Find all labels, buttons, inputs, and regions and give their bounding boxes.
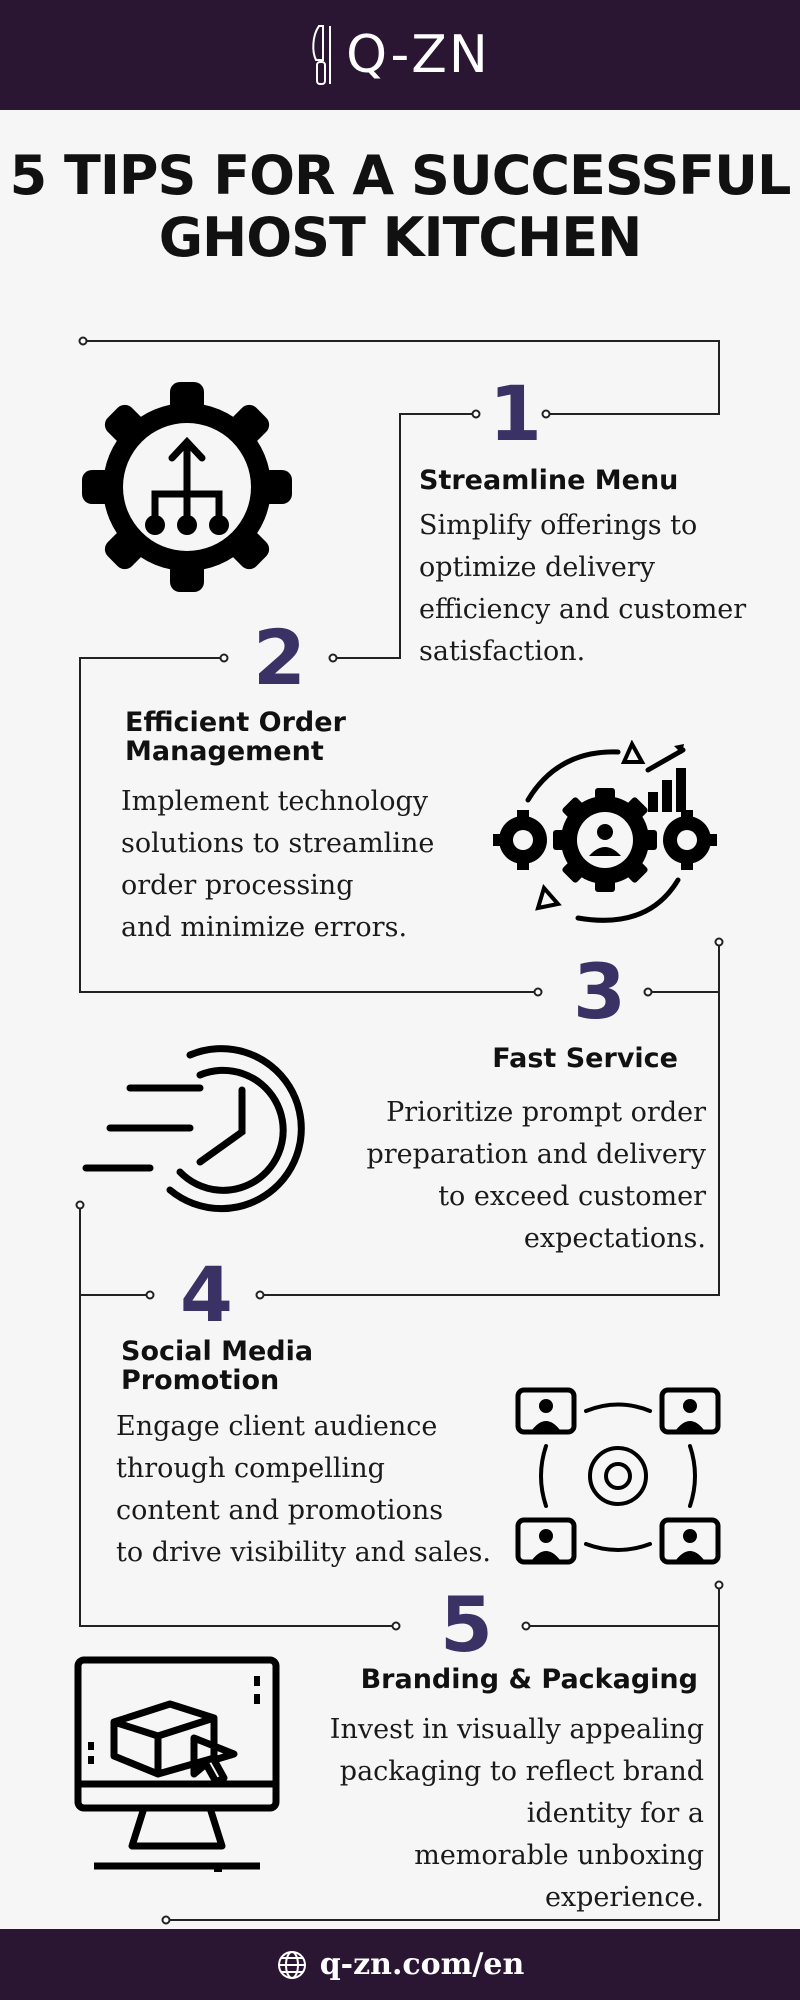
tip-3-number: 3 [573, 947, 626, 1036]
tip-3-line-2: preparation and delivery [366, 1139, 706, 1170]
page-title: 5 TIPS FOR A SUCCESSFUL GHOST KITCHEN [0, 145, 800, 269]
tip-2-heading-line-1: Efficient Order [125, 707, 346, 738]
footer-bar: q-zn.com/en [0, 1929, 800, 2000]
tip-1-line-3: efficiency and customer [419, 594, 747, 625]
tip-4-number: 4 [180, 1250, 233, 1339]
knife-icon [312, 25, 332, 85]
tip-5-heading: Branding & Packaging [360, 1664, 698, 1695]
tip-3-line-1: Prioritize prompt order [386, 1097, 706, 1128]
title-line-1: 5 TIPS FOR A SUCCESSFUL [9, 144, 792, 207]
tip-5-number: 5 [440, 1580, 493, 1669]
tip-4-heading-line-2: Promotion [121, 1365, 280, 1396]
tip-2-heading: Efficient Order Management [125, 708, 346, 766]
tip-4-text: Engage client audience through compellin… [116, 1406, 516, 1574]
tip-2-line-4: and minimize errors. [121, 912, 408, 943]
tip-1-text: Simplify offerings to optimize delivery … [419, 505, 759, 673]
tip-2-line-2: solutions to streamline [121, 828, 435, 859]
tip-2-line-1: Implement technology [121, 786, 428, 817]
computer-package-icon [74, 1656, 280, 1872]
tip-5-line-5: experience. [544, 1882, 704, 1913]
tip-3-line-3: to exceed customer [438, 1181, 706, 1212]
tip-1-number: 1 [489, 369, 542, 458]
tip-5-line-4: memorable unboxing [414, 1840, 704, 1871]
tip-4-line-4: to drive visibility and sales. [116, 1537, 491, 1568]
tip-2-text: Implement technology solutions to stream… [121, 781, 451, 949]
tip-3-heading: Fast Service [492, 1043, 678, 1074]
tip-2-line-3: order processing [121, 870, 354, 901]
tip-4-heading-line-1: Social Media [121, 1336, 314, 1367]
tip-3-line-4: expectations. [523, 1223, 706, 1254]
gears-cycle-icon [493, 740, 717, 923]
title-line-2: GHOST KITCHEN [158, 206, 643, 269]
tip-4-heading: Social Media Promotion [121, 1337, 313, 1395]
tip-5-line-3: identity for a [526, 1798, 704, 1829]
tip-4-line-3: content and promotions [116, 1495, 444, 1526]
tip-5-text: Invest in visually appealing packaging t… [300, 1709, 704, 1919]
globe-icon [277, 1950, 306, 1979]
fast-clock-icon [82, 1045, 305, 1213]
logo[interactable]: Q-ZN [0, 0, 800, 110]
social-network-icon [515, 1387, 721, 1565]
tip-2-heading-line-2: Management [125, 736, 324, 767]
tip-4-line-2: through compelling [116, 1453, 385, 1484]
tip-5-line-1: Invest in visually appealing [329, 1714, 704, 1745]
tip-4-line-1: Engage client audience [116, 1411, 438, 1442]
tip-1-heading: Streamline Menu [419, 465, 679, 496]
tip-1-line-2: optimize delivery [419, 552, 655, 583]
tip-1-line-1: Simplify offerings to [419, 510, 698, 541]
logo-text: Q-ZN [346, 25, 490, 85]
gear-hierarchy-icon [82, 382, 292, 592]
header-bar [0, 0, 800, 110]
tip-2-number: 2 [253, 613, 306, 702]
footer-url-link[interactable]: q-zn.com/en [319, 1947, 525, 1982]
tip-3-text: Prioritize prompt order preparation and … [340, 1092, 706, 1260]
tip-5-line-2: packaging to reflect brand [339, 1756, 704, 1787]
tip-1-line-4: satisfaction. [419, 636, 586, 667]
